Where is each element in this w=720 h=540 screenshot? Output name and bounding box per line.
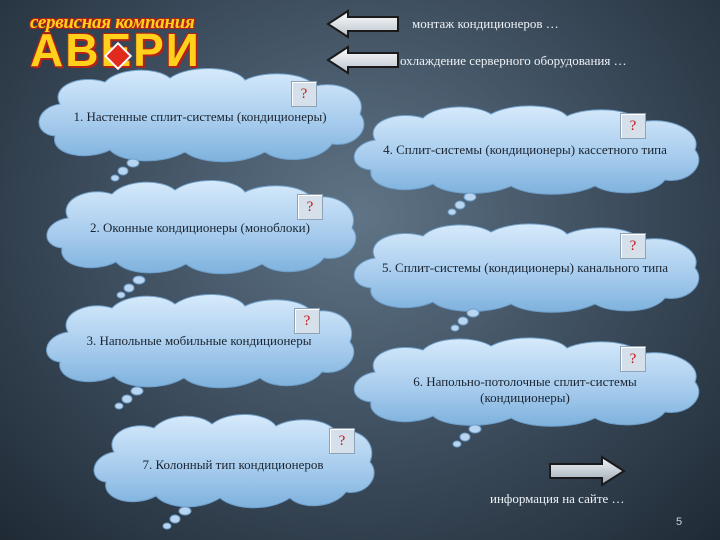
thought-bubble-icon bbox=[162, 506, 192, 530]
left-arrow-icon[interactable] bbox=[326, 9, 400, 39]
question-button[interactable]: ? bbox=[329, 428, 355, 454]
thought-bubble-icon bbox=[110, 158, 140, 182]
question-button[interactable]: ? bbox=[297, 194, 323, 220]
thought-bubble-icon bbox=[114, 386, 144, 410]
page-number: 5 bbox=[676, 516, 683, 528]
cloud-label: 2. Оконные кондиционеры (моноблоки) bbox=[90, 220, 310, 235]
cloud-label: 1. Настенные сплит-системы (кондиционеры… bbox=[73, 109, 327, 124]
question-button[interactable]: ? bbox=[291, 81, 317, 107]
cloud-wall-split[interactable]: 1. Настенные сплит-системы (кондиционеры… bbox=[30, 66, 370, 166]
cloud-floor-ceiling-split[interactable]: 6. Напольно-потолочные сплит-системы (ко… bbox=[345, 336, 705, 430]
cloud-window-ac[interactable]: 2. Оконные кондиционеры (моноблоки) bbox=[40, 178, 360, 278]
cloud-label: 5. Сплит-системы (кондиционеры) канально… bbox=[382, 260, 668, 275]
cloud-shape bbox=[353, 223, 700, 313]
company-logo: сервисная компания АВЕРИ bbox=[30, 12, 199, 86]
cloud-cassette-split[interactable]: 4. Сплит-системы (кондиционеры) кассетно… bbox=[345, 104, 705, 196]
cloud-mobile-ac[interactable]: 3. Напольные мобильные кондиционеры bbox=[40, 292, 358, 392]
cloud-label: 3. Напольные мобильные кондиционеры bbox=[86, 333, 312, 348]
question-button[interactable]: ? bbox=[294, 308, 320, 334]
cloud-label: 6. Напольно-потолочные сплит-системы (ко… bbox=[413, 374, 637, 405]
nav-link-server-cooling[interactable]: охлаждение серверного оборудования … bbox=[400, 53, 627, 68]
thought-bubble-icon bbox=[447, 192, 477, 216]
right-arrow-icon[interactable] bbox=[548, 455, 626, 487]
cloud-shape bbox=[353, 337, 700, 427]
cloud-shape bbox=[46, 294, 355, 389]
logo-company-line: сервисная компания bbox=[30, 12, 195, 33]
question-button[interactable]: ? bbox=[620, 113, 646, 139]
question-button[interactable]: ? bbox=[620, 346, 646, 372]
cloud-shape bbox=[46, 180, 357, 275]
thought-bubble-icon bbox=[452, 424, 482, 448]
question-button[interactable]: ? bbox=[620, 233, 646, 259]
nav-link-installation[interactable]: монтаж кондиционеров … bbox=[412, 16, 559, 31]
left-arrow-icon[interactable] bbox=[326, 45, 400, 75]
cloud-shape bbox=[93, 413, 375, 509]
nav-link-site-info[interactable]: информация на сайте … bbox=[490, 491, 625, 506]
cloud-column-ac[interactable]: 7. Колонный тип кондиционеров bbox=[88, 412, 378, 512]
cloud-label: 4. Сплит-системы (кондиционеры) кассетно… bbox=[383, 142, 667, 157]
thought-bubble-icon bbox=[116, 275, 146, 299]
thought-bubble-icon bbox=[450, 308, 480, 332]
cloud-duct-split[interactable]: 5. Сплит-системы (кондиционеры) канально… bbox=[345, 222, 705, 316]
cloud-shape bbox=[38, 68, 365, 163]
cloud-shape bbox=[353, 105, 700, 195]
cloud-label: 7. Колонный тип кондиционеров bbox=[142, 457, 324, 472]
